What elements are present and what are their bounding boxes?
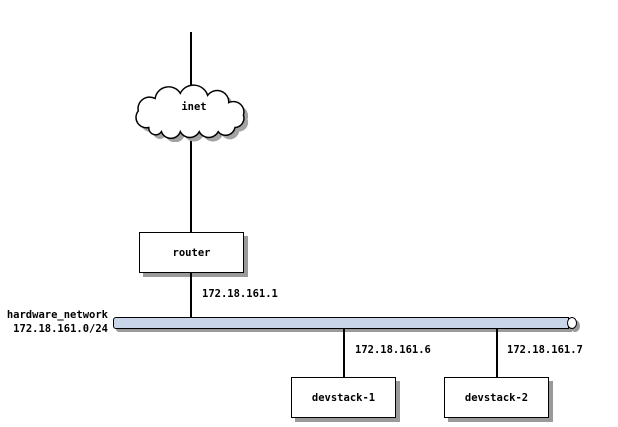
router-network-line bbox=[190, 272, 192, 317]
network-cidr: 172.18.161.0/24 bbox=[13, 323, 108, 335]
host1-ip-label: 172.18.161.6 bbox=[355, 344, 431, 356]
inet-label: inet bbox=[181, 101, 207, 113]
cloud-icon bbox=[135, 84, 249, 142]
host2-link-line bbox=[496, 329, 498, 377]
network-segment-bar-cap bbox=[567, 317, 577, 329]
internet-cloud bbox=[132, 84, 256, 142]
network-segment-bar bbox=[113, 317, 569, 329]
host-node-devstack-2: devstack-2 bbox=[444, 377, 549, 418]
host1-label: devstack-1 bbox=[311, 391, 376, 404]
cloud-shape bbox=[135, 84, 245, 140]
host2-label: devstack-2 bbox=[464, 391, 529, 404]
router-ip-label: 172.18.161.1 bbox=[202, 288, 278, 300]
network-name-label: hardware_network 172.18.161.0/24 bbox=[0, 308, 108, 336]
router-node: router bbox=[139, 232, 244, 273]
host-node-devstack-1: devstack-1 bbox=[291, 377, 396, 418]
network-name: hardware_network bbox=[6, 309, 108, 321]
host2-ip-label: 172.18.161.7 bbox=[507, 344, 583, 356]
router-label: router bbox=[172, 246, 211, 259]
host1-link-line bbox=[343, 329, 345, 377]
